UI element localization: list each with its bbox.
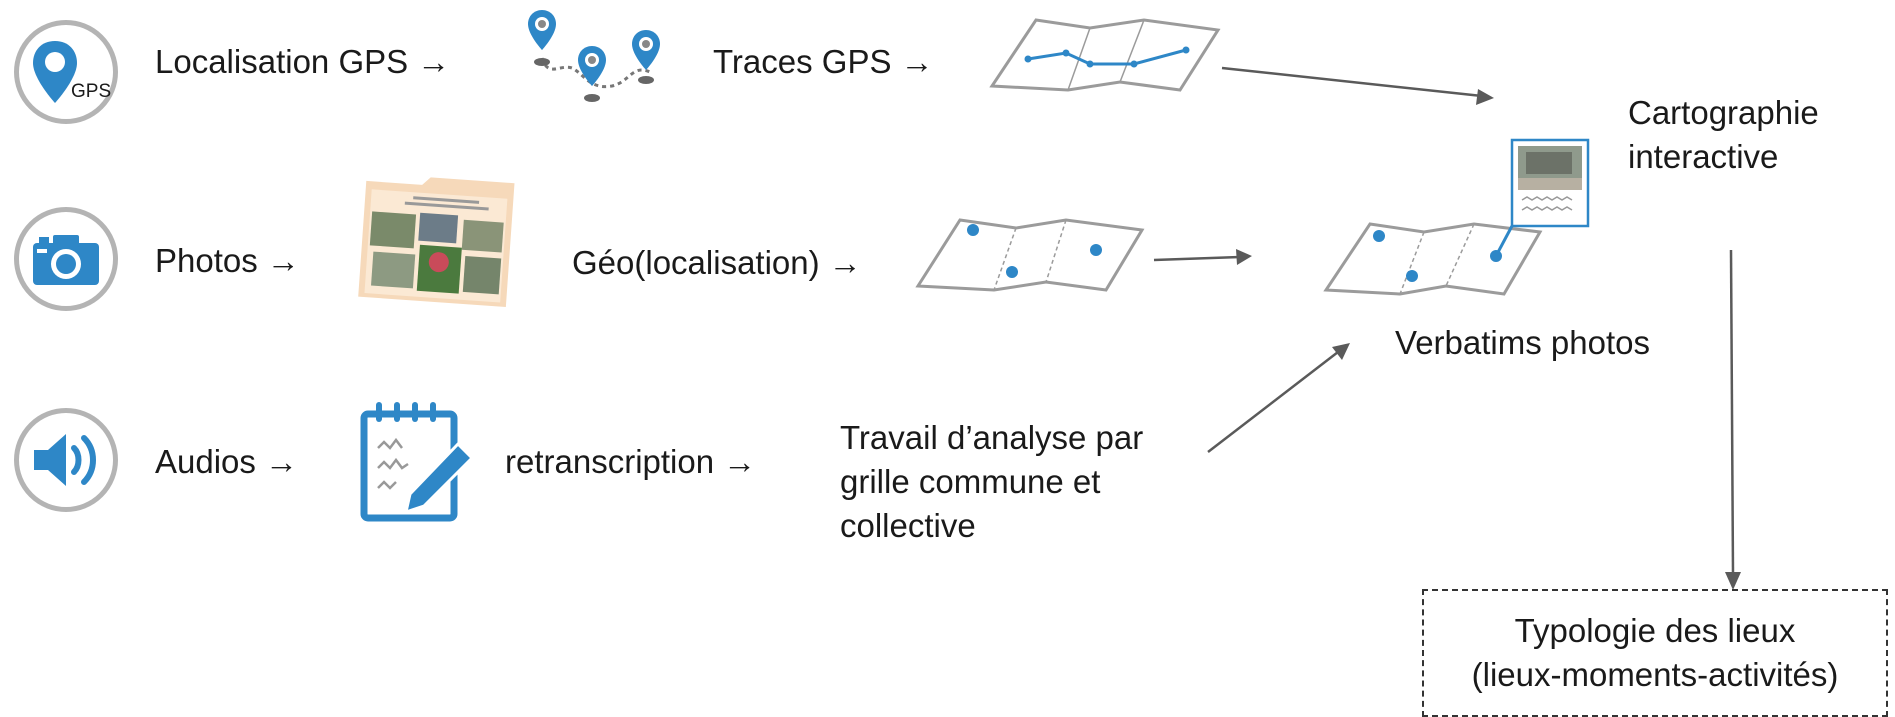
gps-circle-icon: GPS: [14, 20, 118, 124]
analysis-line-3: collective: [840, 507, 976, 544]
typologie-line-2: (lieux-moments-activités): [1471, 656, 1839, 693]
speaker-circle-icon: [14, 408, 118, 512]
route-map-icon: [989, 18, 1221, 92]
analysis-text: Travail d’analyse par grille commune et …: [840, 416, 1143, 548]
audios-label: Audios →: [155, 443, 299, 480]
cartographie-text: Cartographie interactive: [1628, 91, 1819, 179]
transcription-notepad-icon: [360, 402, 475, 522]
photo-folder-icon: [358, 177, 515, 307]
retranscription-label: retranscription →: [505, 443, 757, 480]
cartographie-line-1: Cartographie: [1628, 94, 1819, 131]
arrow-analysis-verbatims: [1207, 343, 1350, 453]
interactive-map-icon: [1323, 138, 1590, 296]
gps-icon-text: GPS: [71, 81, 111, 102]
analysis-line-2: grille commune et: [840, 463, 1101, 500]
typologie-line-1: Typologie des lieux: [1514, 612, 1796, 649]
verbatims-label: Verbatims photos: [1395, 324, 1650, 361]
speaker-icon: [34, 434, 96, 486]
points-map-icon: [915, 218, 1145, 292]
gps-pin-icon: GPS: [33, 41, 111, 103]
arrow-to-typologie: [1725, 249, 1741, 590]
camera-icon: [33, 235, 99, 285]
photos-label: Photos →: [155, 242, 300, 279]
camera-circle-icon: [14, 207, 118, 311]
cartographie-line-2: interactive: [1628, 138, 1779, 175]
geolocalisation-label: Géo(localisation) →: [572, 244, 862, 281]
gps-pins-icon: [528, 10, 660, 102]
analysis-line-1: Travail d’analyse par: [840, 419, 1144, 456]
arrow-photos-map: [1153, 249, 1252, 265]
traces-gps-label: Traces GPS →: [713, 43, 934, 80]
gps-label: Localisation GPS →: [155, 43, 451, 80]
arrow-traces-cartographie: [1221, 66, 1494, 105]
typologie-box: Typologie des lieux (lieux-moments-activ…: [1422, 589, 1888, 717]
